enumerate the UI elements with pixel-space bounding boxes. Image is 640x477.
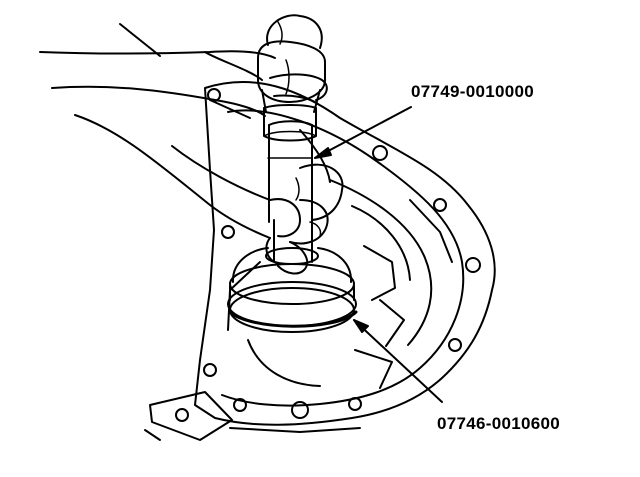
driver-handle (263, 104, 317, 263)
transmission-housing (144, 81, 496, 441)
leader-line-bottom (353, 319, 443, 403)
seal-driver-attachment (227, 247, 358, 333)
leader-line-top (314, 106, 412, 159)
callout-driver-handle-part-number: 07749-0010000 (411, 82, 535, 101)
callout-attachment-part-number: 07746-0010600 (437, 414, 561, 433)
upper-hand (39, 23, 328, 119)
lower-hand (74, 114, 344, 275)
hammer (257, 14, 326, 113)
